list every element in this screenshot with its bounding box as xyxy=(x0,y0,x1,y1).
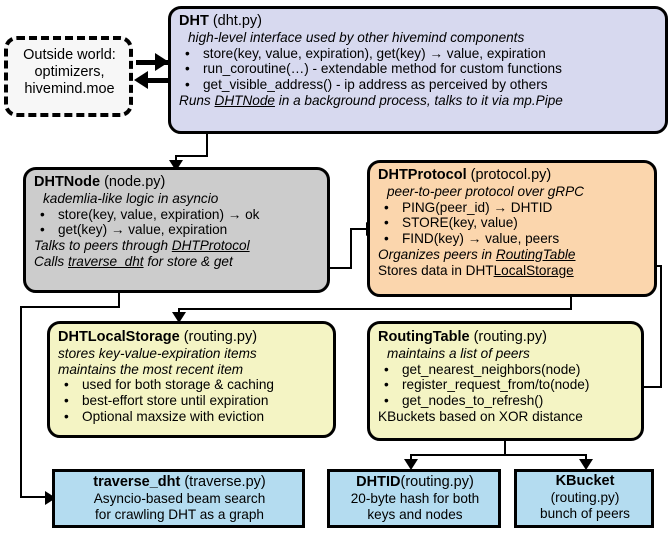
dhtid-title: DHTID(routing.py) xyxy=(338,474,492,491)
edge-dhtnode-to-protocol-seg2 xyxy=(350,228,352,269)
edge-routingtable-to-kbucket-arrowhead xyxy=(579,459,593,470)
dht-bullet-1: •run_coroutine(…) - extendable method fo… xyxy=(185,61,562,77)
edge-dhtnode-to-protocol-seg1 xyxy=(329,267,352,269)
edge-dht-to-dhtnode-arrowhead xyxy=(169,160,183,171)
dhtnode-bullet-0: •store(key, value, expiration) → ok xyxy=(40,206,260,222)
dht-footer: Runs DHTNode in a background process, ta… xyxy=(179,92,563,108)
edge-dht-to-dhtnode-seg2 xyxy=(175,155,208,157)
dhtlocalstorage-bullet-2: •Optional maxsize with eviction xyxy=(64,408,265,424)
dht-subtitle: high-level interface used by other hivem… xyxy=(188,29,525,45)
edge-dht-to-outside-line xyxy=(142,78,174,83)
edge-protocol-to-routingtable-seg3 xyxy=(638,386,662,388)
dht-module: (dht.py) xyxy=(208,13,262,29)
node-kbucket: KBucket (routing.py) bunch of peers xyxy=(514,469,654,528)
traverse-dht-module: (traverse.py) xyxy=(180,474,266,490)
dhtid-line2: keys and nodes xyxy=(367,506,463,522)
edge-dht-to-dhtnode-seg1 xyxy=(206,132,208,157)
routingtable-bullet-1: •register_request_from/to(node) xyxy=(384,377,590,393)
node-dhtid: DHTID(routing.py) 20-byte hash for both … xyxy=(327,469,501,528)
dht-bullet-0: •store(key, value, expiration), get(key)… xyxy=(185,45,546,61)
dhtnode-module: (node.py) xyxy=(100,174,166,190)
kbucket-name: KBucket xyxy=(555,473,615,489)
node-dhtprotocol: DHTProtocol (protocol.py) peer-to-peer p… xyxy=(367,160,657,297)
dhtprotocol-footer-link-localstorage[interactable]: LocalStorage xyxy=(493,262,574,278)
routingtable-module: (routing.py) xyxy=(469,329,547,345)
dhtnode-footer-2: Calls traverse_dht for store & get xyxy=(34,253,233,269)
traverse-dht-line1: Asyncio-based beam search xyxy=(93,490,266,506)
outside-world-line1: Outside world: xyxy=(23,47,116,63)
edge-routingtable-to-dhtid-arrowhead xyxy=(404,459,418,470)
node-traverse-dht: traverse_dht (traverse.py) Asyncio-based… xyxy=(52,469,305,528)
routingtable-name: RoutingTable xyxy=(378,329,470,345)
dht-bullet-2: •get_visible_address() - ip address as p… xyxy=(185,77,548,93)
routingtable-footer: KBuckets based on XOR distance xyxy=(378,408,583,424)
dhtlocalstorage-name: DHTLocalStorage xyxy=(58,329,180,345)
edge-outside-to-dht-arrowhead xyxy=(155,53,169,71)
traverse-dht-line2: for crawling DHT as a graph xyxy=(95,506,264,522)
dhtprotocol-footer-1: Organizes peers in RoutingTable xyxy=(378,246,576,262)
dhtprotocol-subtitle: peer-to-peer protocol over gRPC xyxy=(387,183,584,199)
dhtid-name: DHTID xyxy=(356,474,401,490)
routingtable-bullet-0: •get_nearest_neighbors(node) xyxy=(384,361,581,377)
edge-dhtnode-to-traverse-seg4 xyxy=(20,496,53,498)
node-outside-world: Outside world: optimizers, hivemind.moe xyxy=(4,36,133,117)
edge-protocol-to-routingtable-seg2 xyxy=(660,265,662,388)
dht-title: DHT (dht.py) xyxy=(179,13,659,30)
kbucket-title: KBucket xyxy=(525,473,645,490)
dhtnode-footer-link-dhtprotocol[interactable]: DHTProtocol xyxy=(171,238,250,254)
outside-world-line3: hivemind.moe xyxy=(24,80,115,97)
edge-dhtnode-to-traverse-seg2 xyxy=(20,306,120,308)
dht-footer-link-dhtnode[interactable]: DHTNode xyxy=(214,92,275,108)
dhtprotocol-bullet-2: •FIND(key) → value, peers xyxy=(384,231,560,247)
edge-dht-to-outside-arrowhead xyxy=(134,71,148,89)
dhtnode-subtitle: kademlia-like logic in asyncio xyxy=(43,190,219,206)
routingtable-bullet-2: •get_nodes_to_refresh() xyxy=(384,393,544,409)
dhtnode-name: DHTNode xyxy=(34,174,101,190)
dhtlocalstorage-title: DHTLocalStorage (routing.py) xyxy=(58,329,327,346)
dhtlocalstorage-bullet-1: •best-effort store until expiration xyxy=(64,393,269,409)
edge-outside-to-dht-line xyxy=(136,60,168,65)
edge-protocol-to-storage-seg1 xyxy=(570,295,572,310)
dht-name: DHT xyxy=(179,13,209,29)
dhtnode-footer-link-traverse-dht[interactable]: traverse_dht xyxy=(68,253,144,269)
dhtnode-footer-1: Talks to peers through DHTProtocol xyxy=(34,238,250,254)
edge-protocol-to-storage-arrowhead xyxy=(172,312,186,323)
dhtprotocol-bullet-0: •PING(peer_id) → DHTID xyxy=(384,199,553,215)
kbucket-module: (routing.py) xyxy=(550,489,620,505)
dhtlocalstorage-bullet-0: •used for both storage & caching xyxy=(64,377,274,393)
edge-protocol-to-storage-seg2 xyxy=(178,308,572,310)
dhtprotocol-name: DHTProtocol xyxy=(378,167,467,183)
dhtprotocol-footer-2: Stores data in DHTLocalStorage xyxy=(378,262,574,278)
edge-routingtable-branch-stem xyxy=(504,439,506,456)
dhtprotocol-title: DHTProtocol (protocol.py) xyxy=(378,167,648,184)
dhtid-module: (routing.py) xyxy=(400,474,474,490)
traverse-dht-title: traverse_dht (traverse.py) xyxy=(63,474,296,491)
dhtnode-title: DHTNode (node.py) xyxy=(34,174,321,191)
edge-routingtable-branch-bar xyxy=(410,454,586,456)
node-dhtlocalstorage: DHTLocalStorage (routing.py) stores key-… xyxy=(47,321,336,438)
dhtid-line1: 20-byte hash for both xyxy=(350,490,480,506)
dhtprotocol-footer-link-routingtable[interactable]: RoutingTable xyxy=(495,246,576,262)
dhtlocalstorage-subtitle-1: stores key-value-expiration items xyxy=(58,345,257,361)
edge-dhtnode-to-traverse-seg1 xyxy=(118,291,120,308)
dhtprotocol-module: (protocol.py) xyxy=(466,167,552,183)
dhtprotocol-bullet-1: •STORE(key, value) xyxy=(384,215,518,231)
edge-dhtnode-to-protocol-seg3 xyxy=(350,228,372,230)
node-dht: DHT (dht.py) high-level interface used b… xyxy=(168,6,668,134)
routingtable-title: RoutingTable (routing.py) xyxy=(378,329,635,346)
traverse-dht-name: traverse_dht xyxy=(93,474,181,490)
kbucket-line1: bunch of peers xyxy=(540,505,630,521)
dhtlocalstorage-subtitle-2: maintains the most recent item xyxy=(58,361,244,377)
node-routingtable: RoutingTable (routing.py) maintains a li… xyxy=(367,321,644,441)
node-dhtnode: DHTNode (node.py) kademlia-like logic in… xyxy=(23,167,330,293)
dhtnode-bullet-1: •get(key) → value, expiration xyxy=(40,222,228,238)
edge-dhtnode-to-traverse-arrowhead xyxy=(45,491,56,505)
routingtable-subtitle: maintains a list of peers xyxy=(387,345,530,361)
dhtlocalstorage-module: (routing.py) xyxy=(179,329,258,345)
edge-dhtnode-to-traverse-seg3 xyxy=(20,306,22,498)
outside-world-line2: optimizers, xyxy=(34,63,105,80)
